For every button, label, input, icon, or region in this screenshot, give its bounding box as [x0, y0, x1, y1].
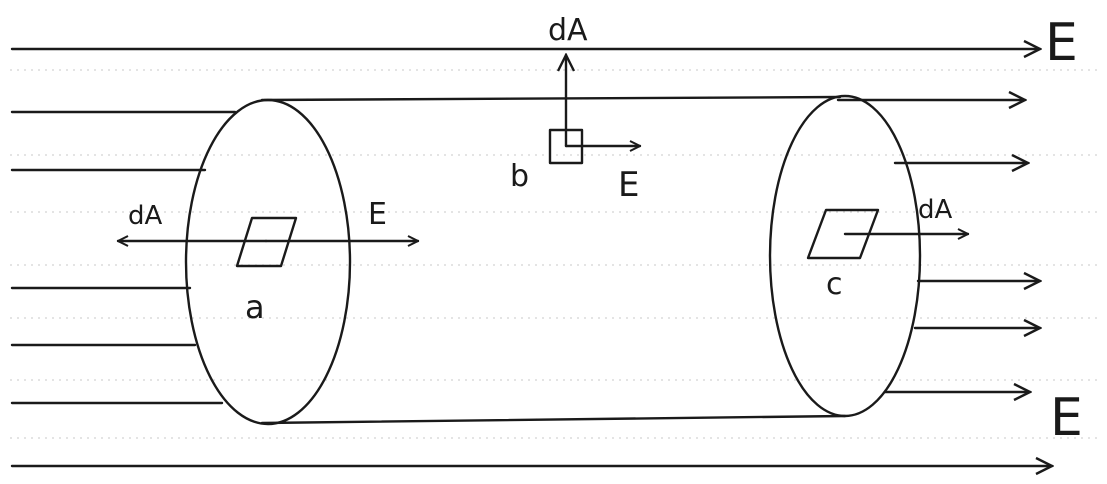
cylinder-left-cap — [184, 98, 352, 426]
area-patch-c — [806, 208, 880, 260]
surface-c-label: c — [826, 267, 843, 302]
field-label-top: E — [1045, 13, 1078, 73]
background-dotted-lines — [10, 69, 1100, 439]
gaussian-cylinder — [184, 94, 922, 426]
cylinder-right-cap — [768, 94, 922, 418]
surface-element-a — [116, 216, 420, 268]
field-label-bottom: E — [1050, 388, 1083, 448]
surface-element-c — [806, 208, 970, 260]
surface-c-area-label: dA — [918, 195, 953, 225]
cylinder-bottom-edge — [260, 414, 847, 425]
cylinder-top-edge — [260, 95, 842, 102]
surface-element-b — [548, 55, 642, 165]
surface-a-label: a — [245, 288, 265, 326]
surface-b-field-label: E — [618, 165, 639, 205]
field-lines — [10, 49, 1052, 466]
surface-b-area-label: dA — [548, 13, 588, 48]
surface-a-area-label: dA — [128, 201, 163, 231]
area-patch-a — [235, 216, 298, 268]
surface-a-field-label: E — [368, 197, 387, 232]
surface-b-label: b — [510, 159, 529, 194]
